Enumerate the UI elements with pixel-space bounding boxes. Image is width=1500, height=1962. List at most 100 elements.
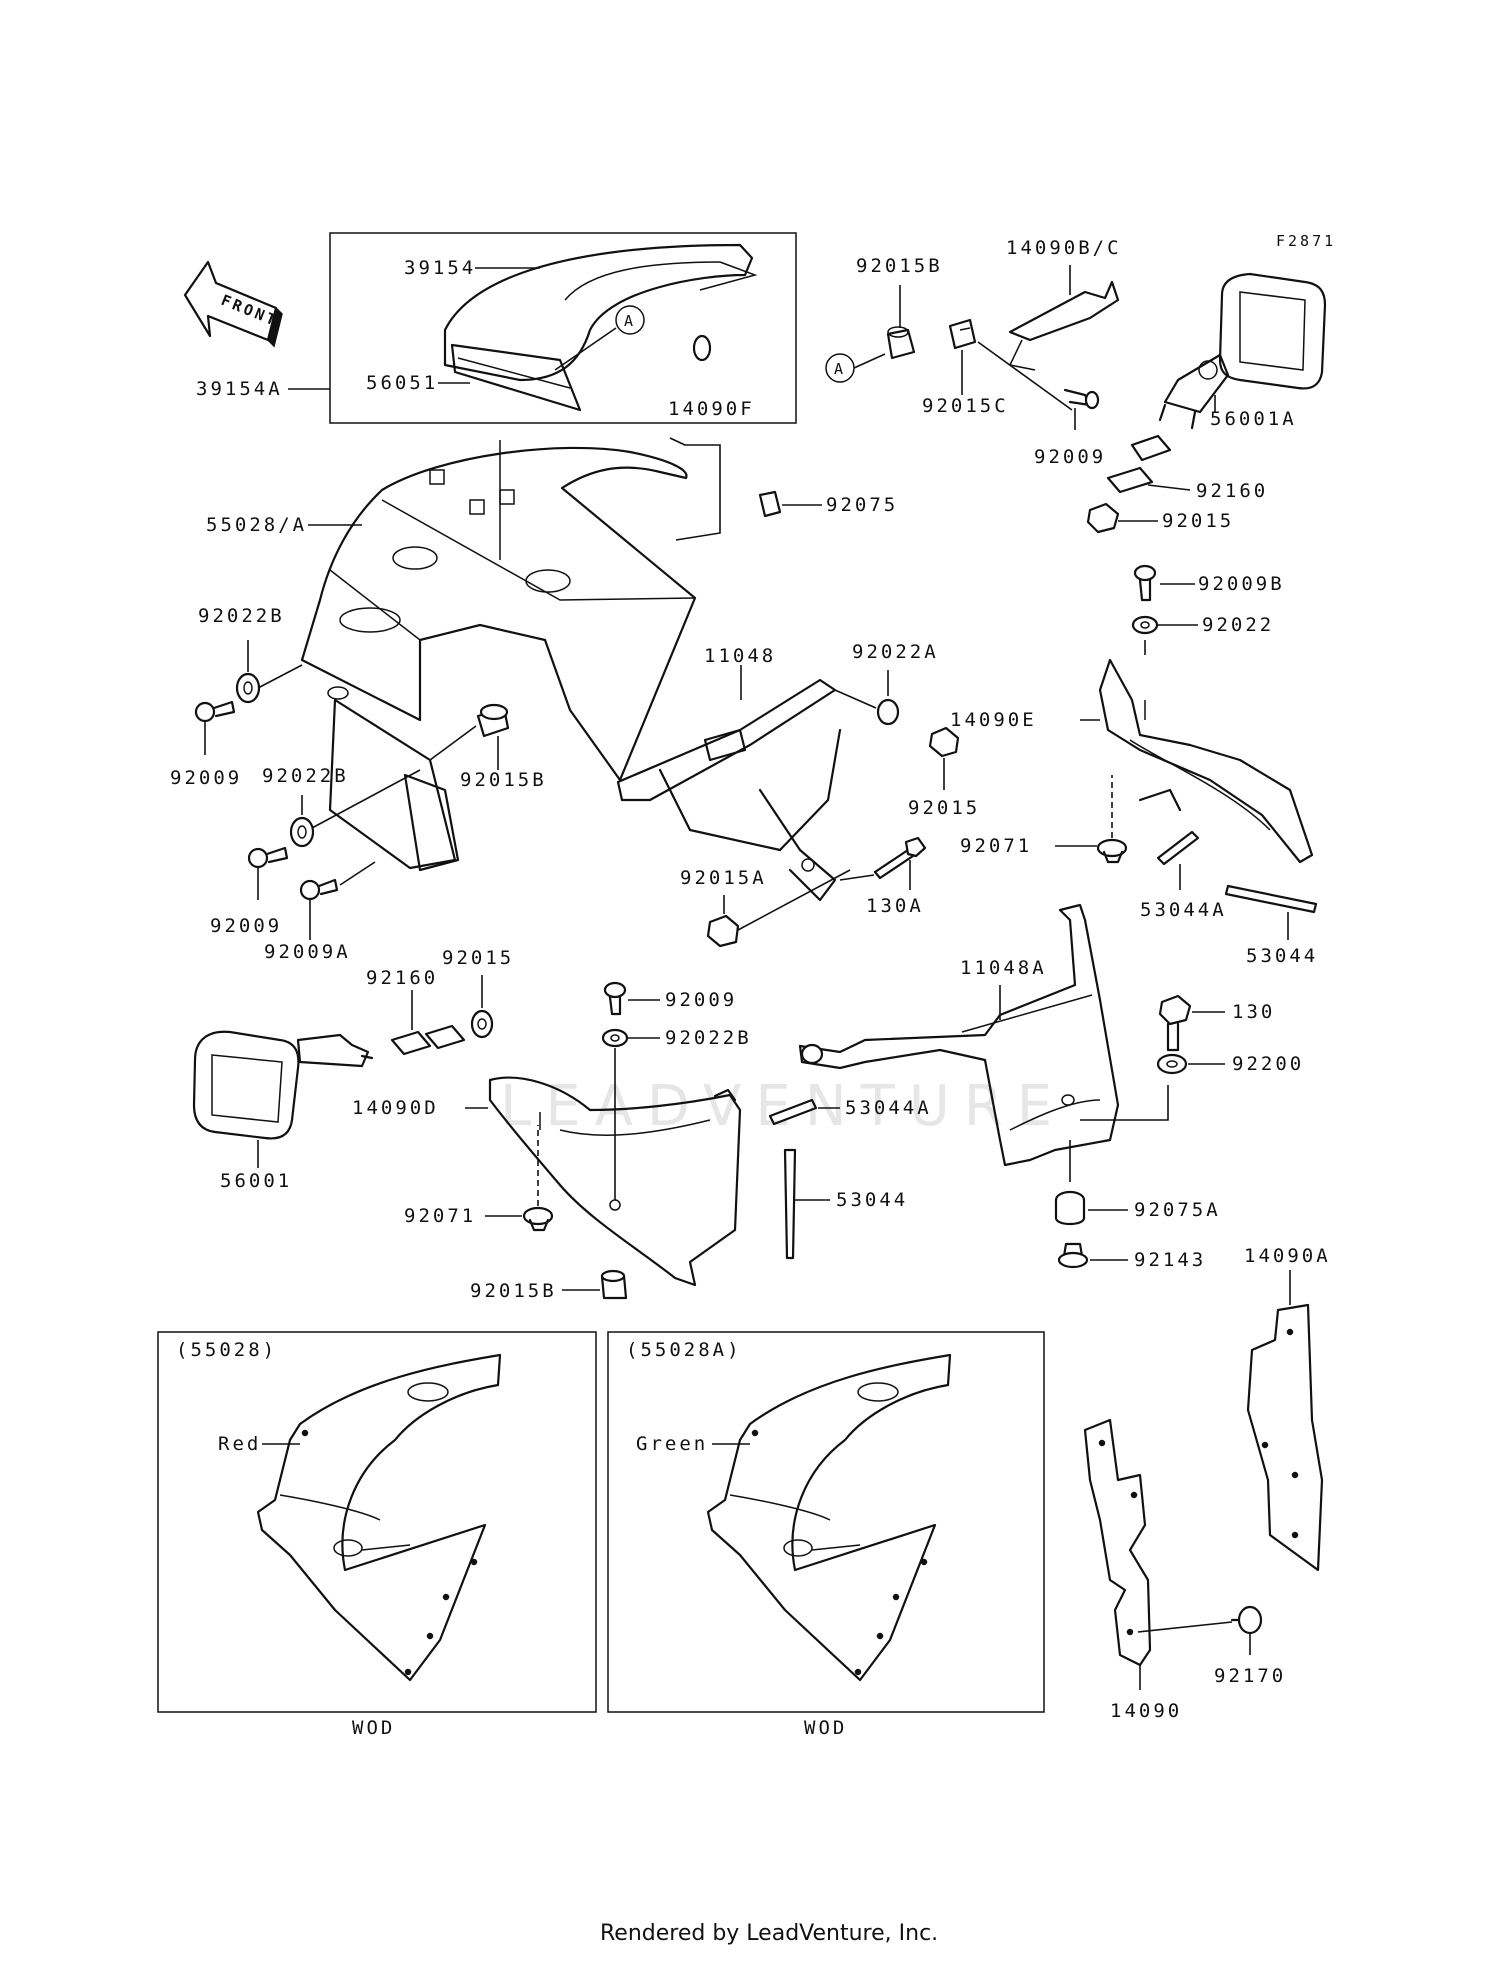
label-14090F: 14090F — [668, 398, 755, 420]
label-14090A: 14090A — [1244, 1245, 1331, 1267]
label-92075: 92075 — [826, 494, 898, 516]
footer-credit: Rendered by LeadVenture, Inc. — [600, 1921, 938, 1946]
callout-a-icon: A — [615, 305, 645, 335]
label-56001A: 56001A — [1210, 408, 1297, 430]
clip-92071-center — [522, 1206, 554, 1232]
plate-92160-left — [390, 1024, 466, 1056]
grommet-92022A — [876, 698, 900, 726]
label-92022B-upper: 92022B — [198, 605, 285, 627]
mirror-56001A — [1158, 272, 1327, 430]
label-92170: 92170 — [1214, 1665, 1286, 1687]
screw-92009-center — [603, 981, 627, 1016]
collar-92015-left — [470, 1009, 494, 1039]
label-92015B-top: 92015B — [856, 255, 943, 277]
stay-11048A — [798, 903, 1120, 1167]
inner-cover-14090E — [1098, 658, 1314, 864]
screw-92009-lower — [247, 846, 289, 869]
callout-a-icon-right: A — [825, 353, 855, 383]
rod-53044A-right — [1156, 830, 1200, 866]
label-92022B-center: 92022B — [665, 1027, 752, 1049]
windshield-group-box — [329, 232, 797, 424]
inner-cover-14090D — [488, 1076, 742, 1287]
inset-55028-title: (55028) — [176, 1339, 277, 1361]
washer-92022 — [1131, 615, 1159, 635]
inset-55028A-title: (55028A) — [626, 1339, 742, 1361]
label-92009A: 92009A — [264, 941, 351, 963]
inset-55028A: (55028A) Green WOD — [607, 1331, 1045, 1739]
label-92015B-center: 92015B — [470, 1280, 557, 1302]
watermark: LEADVENTURE — [500, 1074, 1066, 1139]
label-92009-top: 92009 — [1034, 446, 1106, 468]
nut-92015-mid — [928, 726, 960, 758]
svg-text:A: A — [624, 312, 636, 330]
stay-11048 — [616, 678, 842, 902]
label-11048: 11048 — [704, 645, 776, 667]
bolt-130A — [873, 836, 927, 880]
inset-55028-color: Red — [218, 1433, 261, 1455]
grommet-92022B-lower — [289, 816, 315, 848]
svg-text:A: A — [834, 360, 846, 378]
screw-92009B — [1133, 564, 1157, 602]
windshield-39154 — [443, 243, 758, 382]
label-92009B: 92009B — [1198, 573, 1285, 595]
damper-14090F — [692, 334, 712, 362]
label-92071-center: 92071 — [404, 1205, 476, 1227]
rod-53044-right — [1224, 884, 1318, 914]
label-92143: 92143 — [1134, 1249, 1206, 1271]
plug-92170 — [1230, 1605, 1263, 1635]
inset-55028A-caption: WOD — [804, 1717, 847, 1739]
label-92009-lower: 92009 — [210, 915, 282, 937]
clip-92015C — [948, 318, 977, 350]
screw-92009A — [299, 878, 339, 901]
label-92075A: 92075A — [1134, 1199, 1221, 1221]
label-53044-right: 53044 — [1246, 945, 1318, 967]
label-92022B-lower: 92022B — [262, 765, 349, 787]
rod-53044-center — [783, 1148, 797, 1260]
reflector-92075 — [758, 490, 782, 518]
cowl-55028A-green — [706, 1353, 952, 1682]
cowl-55028-red — [256, 1353, 502, 1682]
bracket-14090BC — [1008, 280, 1120, 371]
label-92015-left: 92015 — [442, 947, 514, 969]
label-130A: 130A — [866, 895, 924, 917]
label-11048A: 11048A — [960, 957, 1047, 979]
inset-55028: (55028) Red WOD — [157, 1331, 597, 1739]
inset-55028A-color: Green — [636, 1433, 708, 1455]
rod-53044A-center — [768, 1098, 818, 1126]
collar-92015B-center — [600, 1269, 628, 1300]
label-53044A-right: 53044A — [1140, 899, 1227, 921]
washer-92200 — [1156, 1053, 1188, 1075]
collar-92015B-top — [886, 326, 916, 360]
mirror-56001 — [192, 1030, 374, 1140]
label-92015C: 92015C — [922, 395, 1009, 417]
washer-92022B-center — [601, 1028, 629, 1048]
grommet-92075A — [1054, 1190, 1086, 1226]
label-92009-upper: 92009 — [170, 767, 242, 789]
label-55028A: 55028/A — [206, 514, 307, 536]
label-53044-center: 53044 — [836, 1189, 908, 1211]
upper-cowl-55028 — [300, 440, 697, 782]
bolt-130 — [1158, 994, 1192, 1052]
label-130: 130 — [1232, 1001, 1275, 1023]
windshield-trim-56051 — [450, 343, 582, 412]
label-92022: 92022 — [1202, 614, 1274, 636]
label-56051: 56051 — [366, 372, 438, 394]
clip-92143 — [1057, 1242, 1089, 1269]
grommet-92022B-upper — [235, 672, 261, 704]
label-39154: 39154 — [404, 257, 476, 279]
label-14090BC: 14090B/C — [1006, 237, 1122, 259]
label-92071-right: 92071 — [960, 835, 1032, 857]
label-14090: 14090 — [1110, 1700, 1182, 1722]
screw-92009-upper — [194, 700, 236, 723]
label-53044A-center: 53044A — [845, 1097, 932, 1119]
plate-92160-right — [1106, 434, 1172, 494]
screw-92009-top — [1063, 388, 1100, 410]
pad-14090 — [1083, 1418, 1152, 1667]
label-92015A: 92015A — [680, 867, 767, 889]
clip-92071-right — [1096, 838, 1128, 864]
inset-55028-caption: WOD — [352, 1717, 395, 1739]
label-92160-right: 92160 — [1196, 480, 1268, 502]
label-14090E: 14090E — [950, 709, 1037, 731]
front-arrow-icon: FRONT — [183, 260, 283, 348]
